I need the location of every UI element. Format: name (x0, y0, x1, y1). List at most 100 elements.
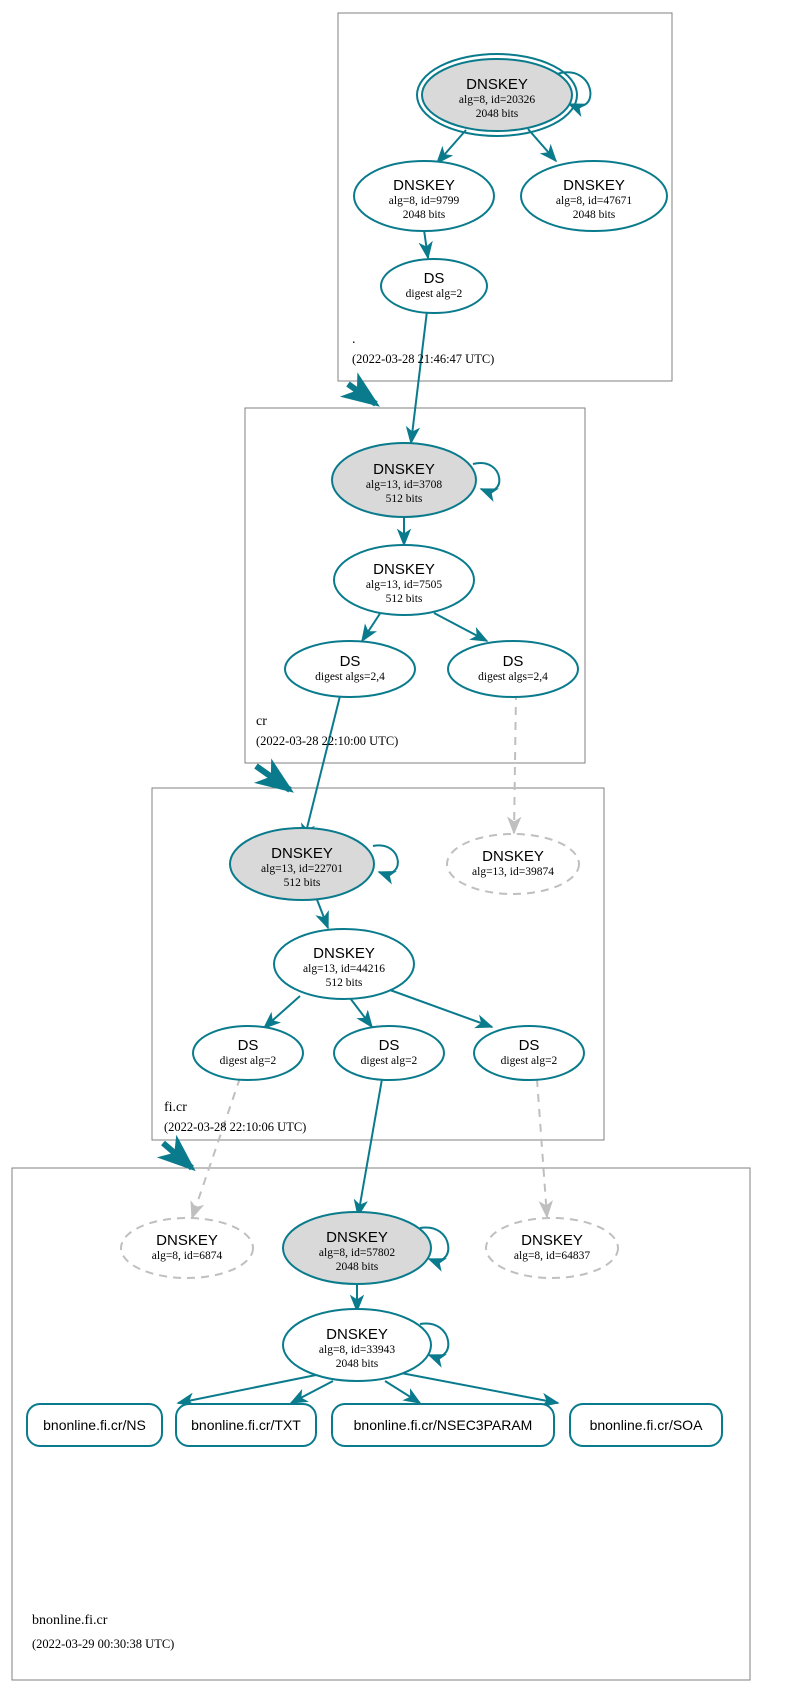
edge-root-ksk-to-47671 (527, 128, 558, 163)
zone-timestamp-ficr: (2022-03-28 22:10:06 UTC) (164, 1120, 306, 1134)
edge-cr-zsk-to-ds-right (433, 612, 489, 642)
node-title: DNSKEY (271, 845, 333, 862)
zone-box-ficr (151, 787, 605, 1141)
node-bn-dnskey-64837[interactable]: DNSKEY alg=8, id=64837 (485, 1217, 619, 1279)
edge-ficr-zsk-to-ds-1 (262, 995, 301, 1030)
rrset-label: bnonline.fi.cr/SOA (590, 1417, 703, 1433)
node-cr-ksk-3708[interactable]: DNSKEY alg=13, id=3708 512 bits (331, 442, 477, 518)
rrset-bnonline-txt[interactable]: bnonline.fi.cr/TXT (175, 1403, 317, 1447)
zone-timestamp-root: (2022-03-28 21:46:47 UTC) (352, 352, 494, 366)
node-line2: alg=8, id=64837 (514, 1250, 590, 1262)
rrset-label: bnonline.fi.cr/NSEC3PARAM (354, 1417, 533, 1433)
edge-cr-ksk-self (472, 462, 501, 502)
edge-ficr-ds3-to-bn-64837 (536, 1078, 553, 1219)
zone-label-cr: cr (256, 714, 267, 729)
zone-timestamp-cr: (2022-03-28 22:10:00 UTC) (256, 734, 398, 748)
edge-bn-zsk-to-txt (289, 1380, 334, 1404)
edge-bn-zsk-self (419, 1322, 450, 1368)
node-bn-ksk-57802[interactable]: DNSKEY alg=8, id=57802 2048 bits (282, 1211, 432, 1285)
edge-cr-ds-left-to-ficr-ksk (300, 691, 342, 842)
edge-root-9799-to-ds (418, 229, 433, 260)
node-title: DS (340, 653, 361, 670)
zone-label-root: . (352, 332, 356, 347)
node-title: DNSKEY (521, 1232, 583, 1249)
node-line3: 512 bits (326, 977, 363, 989)
node-line2: alg=8, id=57802 (319, 1247, 395, 1259)
delegation-arrow-cr-to-ficr (253, 758, 294, 793)
node-line2: digest alg=2 (406, 288, 463, 300)
edge-ficr-ksk-self (372, 844, 399, 885)
node-title: DNSKEY (393, 177, 455, 194)
node-line3: 2048 bits (403, 209, 446, 221)
node-root-dnskey-47671[interactable]: DNSKEY alg=8, id=47671 2048 bits (520, 160, 668, 232)
node-root-dnskey-9799[interactable]: DNSKEY alg=8, id=9799 2048 bits (353, 160, 495, 232)
node-line3: 2048 bits (336, 1358, 379, 1370)
edge-ficr-ds1-to-bn-6874 (190, 1077, 241, 1220)
node-ficr-ds-3[interactable]: DS digest alg=2 (473, 1025, 585, 1081)
node-title: DS (238, 1037, 259, 1054)
edge-ficr-zsk-to-ds-2 (349, 997, 373, 1029)
node-title: DNSKEY (482, 848, 544, 865)
node-title: DNSKEY (373, 561, 435, 578)
edge-ficr-ksk-to-zsk (315, 896, 329, 930)
node-line3: 2048 bits (476, 108, 519, 120)
node-title: DNSKEY (313, 945, 375, 962)
edge-root-ksk-self (556, 71, 592, 118)
node-ficr-ds-2[interactable]: DS digest alg=2 (333, 1025, 445, 1081)
node-line3: 2048 bits (336, 1261, 379, 1273)
node-title: DNSKEY (466, 76, 528, 93)
node-title: DNSKEY (563, 177, 625, 194)
node-title: DNSKEY (326, 1326, 388, 1343)
delegation-arrow-root-to-cr (339, 372, 380, 407)
node-line2: alg=13, id=7505 (366, 579, 442, 591)
node-line2: digest algs=2,4 (478, 671, 548, 683)
rrset-bnonline-ns[interactable]: bnonline.fi.cr/NS (26, 1403, 163, 1447)
node-line2: digest alg=2 (220, 1055, 277, 1067)
edge-root-ksk-to-9799 (435, 129, 467, 165)
zone-label-bnonline: bnonline.fi.cr (32, 1613, 108, 1628)
node-ficr-ds-1[interactable]: DS digest alg=2 (192, 1025, 304, 1081)
node-ficr-dnskey-39874[interactable]: DNSKEY alg=13, id=39874 (446, 833, 580, 895)
node-root-ds[interactable]: DS digest alg=2 (380, 258, 488, 314)
node-bn-dnskey-6874[interactable]: DNSKEY alg=8, id=6874 (120, 1217, 254, 1279)
node-line2: alg=8, id=47671 (556, 195, 632, 207)
rrset-bnonline-nsec3param[interactable]: bnonline.fi.cr/NSEC3PARAM (331, 1403, 555, 1447)
node-line2: alg=13, id=44216 (303, 963, 385, 975)
edge-bn-zsk-to-soa (400, 1372, 560, 1407)
node-line3: 512 bits (386, 593, 423, 605)
node-line3: 2048 bits (573, 209, 616, 221)
node-cr-ds-right[interactable]: DS digest algs=2,4 (447, 640, 579, 698)
node-title: DNSKEY (326, 1229, 388, 1246)
edge-bn-ksk-self (419, 1226, 450, 1272)
node-title: DS (424, 270, 445, 287)
node-cr-ds-left[interactable]: DS digest algs=2,4 (284, 640, 416, 698)
node-cr-zsk-7505[interactable]: DNSKEY alg=13, id=7505 512 bits (333, 544, 475, 616)
node-line2: alg=13, id=3708 (366, 479, 442, 491)
node-line3: 512 bits (386, 493, 423, 505)
rrset-label: bnonline.fi.cr/TXT (191, 1417, 301, 1433)
rrset-bnonline-soa[interactable]: bnonline.fi.cr/SOA (569, 1403, 723, 1447)
node-line2: digest algs=2,4 (315, 671, 385, 683)
node-line2: alg=13, id=39874 (472, 866, 554, 878)
node-root-ksk-20326[interactable]: DNSKEY alg=8, id=20326 2048 bits (416, 53, 578, 137)
node-line2: alg=8, id=20326 (459, 94, 535, 106)
edge-ficr-ds2-to-bn-ksk (353, 1078, 383, 1218)
node-line3: 512 bits (284, 877, 321, 889)
node-title: DS (379, 1037, 400, 1054)
node-line2: digest alg=2 (501, 1055, 558, 1067)
node-title: DNSKEY (373, 461, 435, 478)
zone-timestamp-bnonline: (2022-03-29 00:30:38 UTC) (32, 1637, 174, 1651)
node-bn-zsk-33943[interactable]: DNSKEY alg=8, id=33943 2048 bits (282, 1308, 432, 1382)
edge-cr-zsk-to-ds-left (361, 611, 382, 643)
node-title: DS (519, 1037, 540, 1054)
edge-bn-zsk-to-ns (176, 1374, 317, 1407)
rrset-label: bnonline.fi.cr/NS (43, 1417, 146, 1433)
node-ficr-ksk-22701[interactable]: DNSKEY alg=13, id=22701 512 bits (229, 827, 375, 901)
zone-box-root (337, 12, 673, 382)
node-line2: alg=13, id=22701 (261, 863, 343, 875)
edge-bn-zsk-to-nsec3param (384, 1380, 422, 1404)
node-ficr-zsk-44216[interactable]: DNSKEY alg=13, id=44216 512 bits (273, 928, 415, 1000)
node-title: DNSKEY (156, 1232, 218, 1249)
edge-ficr-zsk-to-ds-3 (389, 989, 494, 1029)
